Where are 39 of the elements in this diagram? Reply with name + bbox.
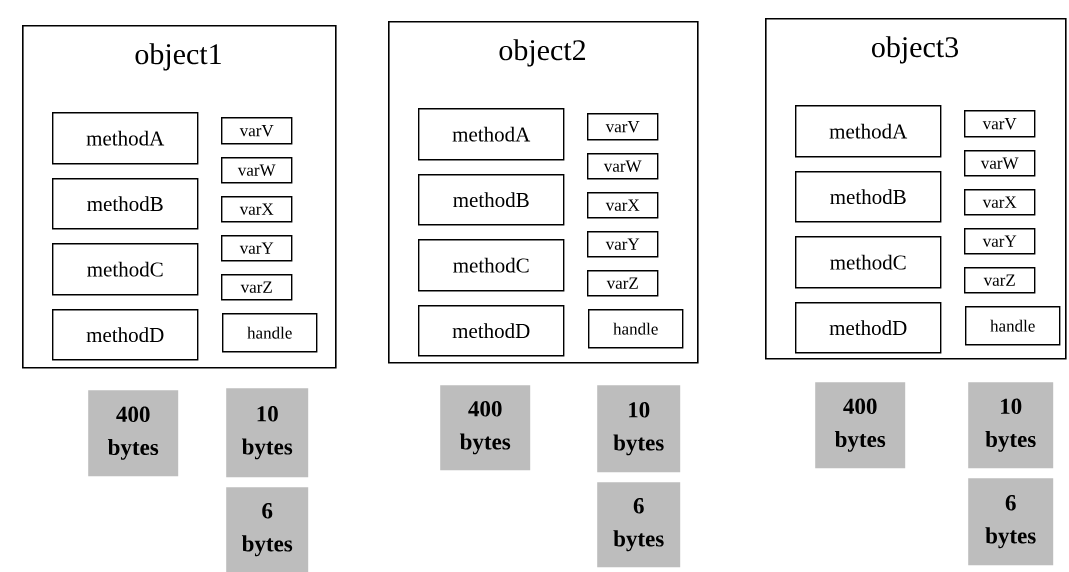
method-box: methodA [52, 112, 199, 165]
variable-box: varY [964, 228, 1036, 255]
method-box: methodB [418, 174, 565, 226]
variable-box: varZ [587, 270, 659, 297]
handle-box: handle [965, 306, 1061, 346]
method-box: methodB [795, 171, 942, 223]
method-box: methodA [795, 105, 942, 158]
method-box: methodC [52, 243, 199, 296]
method-box: methodC [418, 239, 565, 292]
method-box: methodD [418, 305, 565, 357]
variable-box: varY [221, 235, 293, 262]
variable-box: varX [587, 192, 659, 219]
variable-box: varV [964, 110, 1036, 138]
size-block: 6 bytes [226, 487, 309, 572]
size-block: 400 bytes [815, 382, 906, 469]
size-block: 10 bytes [597, 385, 681, 473]
method-box: methodD [52, 309, 199, 361]
method-box: methodC [795, 236, 942, 289]
variable-box: varZ [221, 274, 293, 301]
variable-box: varW [221, 157, 293, 184]
method-box: methodD [795, 302, 942, 354]
method-box: methodA [418, 108, 565, 161]
method-box: methodB [52, 178, 199, 230]
variable-box: varV [221, 117, 293, 145]
variable-box: varY [587, 231, 659, 258]
size-block: 400 bytes [440, 385, 531, 471]
variable-box: varW [964, 150, 1036, 177]
variable-box: varX [964, 189, 1036, 216]
variable-box: varW [587, 153, 659, 180]
variable-box: varV [587, 113, 659, 141]
variable-box: varZ [964, 267, 1036, 294]
handle-box: handle [588, 309, 684, 349]
size-block: 400 bytes [88, 390, 179, 477]
size-block: 6 bytes [597, 482, 681, 568]
size-block: 6 bytes [968, 478, 1054, 566]
variable-box: varX [221, 196, 293, 223]
size-block: 10 bytes [226, 388, 309, 478]
size-block: 10 bytes [968, 382, 1054, 469]
handle-box: handle [222, 313, 318, 353]
